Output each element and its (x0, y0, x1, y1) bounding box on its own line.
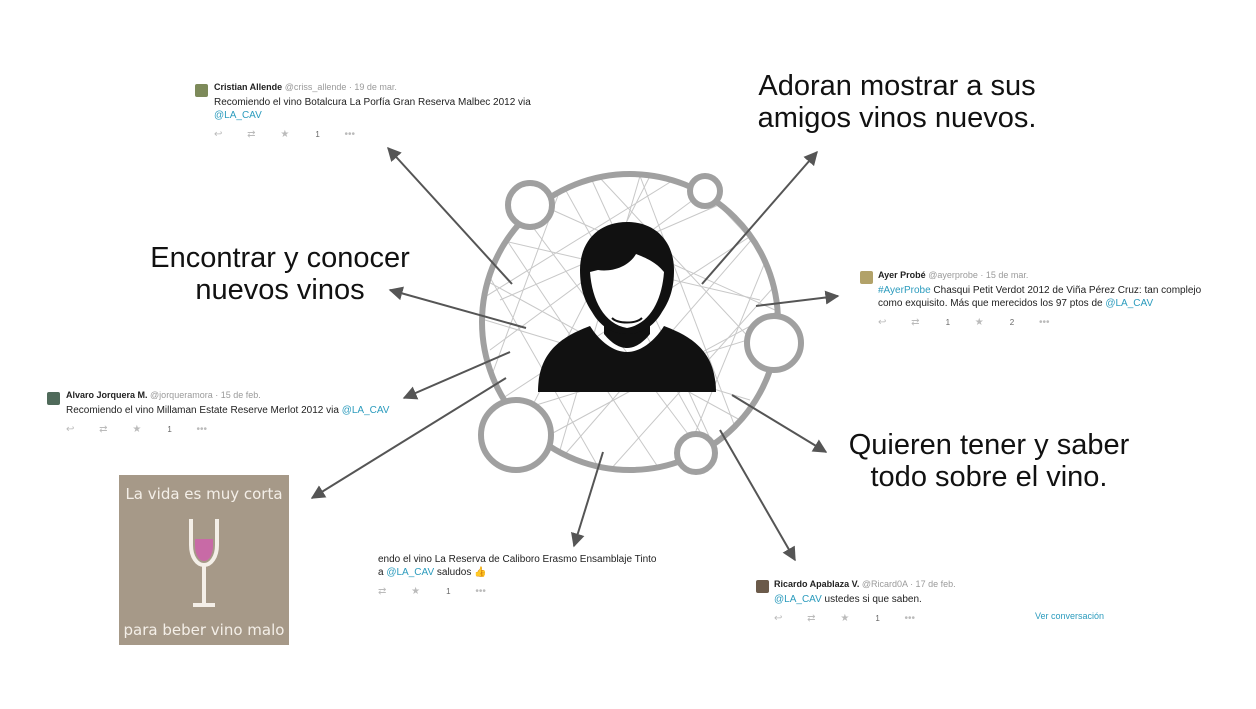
person-icon (538, 222, 716, 392)
tweet-text: Chasqui Petit Verdot 2012 de Viña Pérez … (930, 285, 1202, 296)
tweet-text-2: como exquisito. Más que merecidos los 97… (878, 298, 1106, 309)
avatar[interactable] (195, 84, 208, 97)
caption-quieren-line-1: Quieren tener y saber (848, 429, 1130, 461)
wine-poster: La vida es muy corta para beber vino mal… (119, 475, 289, 645)
favorite-icon[interactable]: ★ (840, 613, 850, 624)
tweet-text-prefix: a (378, 567, 387, 578)
favorite-icon[interactable]: ★ (974, 317, 984, 328)
caption-quieren-line-2: todo sobre el vino. (870, 461, 1108, 493)
tweet-date[interactable]: · 15 de feb. (215, 390, 261, 400)
reply-icon[interactable]: ↩ (214, 129, 223, 140)
favorite-count: 1 (315, 130, 320, 139)
more-icon[interactable]: ••• (196, 424, 208, 435)
node-top-left (505, 180, 555, 230)
more-icon[interactable]: ••• (475, 586, 486, 597)
caption-adoran: Adoran mostrar a sus amigos vinos nuevos… (752, 70, 1042, 134)
avatar[interactable] (756, 580, 769, 593)
arrows (310, 146, 840, 562)
retweet-icon[interactable]: ⇄ (99, 424, 108, 435)
mention-link[interactable]: @LA_CAV (774, 594, 822, 605)
tweet-text: endo el vino La Reserva de Caliboro Eras… (378, 554, 657, 565)
more-icon[interactable]: ••• (344, 129, 356, 140)
tweet-text: ustedes si que saben. (821, 594, 922, 605)
tweet-handle[interactable]: @Ricard0A (861, 579, 908, 589)
tweet-author-name[interactable]: Alvaro Jorquera M. (66, 390, 148, 400)
favorite-icon[interactable]: ★ (132, 424, 142, 435)
retweet-icon[interactable]: ⇄ (247, 129, 256, 140)
ver-conversacion-link[interactable]: Ver conversación (1035, 611, 1105, 621)
retweet-count: 1 (945, 318, 951, 327)
favorite-count: 1 (446, 587, 451, 596)
tweet-ayer-probe: Ayer Probé @ayerprobe · 15 de mar. #Ayer… (878, 270, 1238, 328)
tweet-author-name[interactable]: Ayer Probé (878, 270, 926, 280)
tweet-text-2: saludos (434, 567, 472, 578)
favorite-count: 1 (875, 614, 880, 623)
tweet-author-name[interactable]: Cristian Allende (214, 82, 283, 92)
tweet-cristian: Cristian Allende @criss_allende · 19 de … (214, 82, 564, 140)
tweet-date[interactable]: · 19 de mar. (348, 82, 397, 92)
caption-encontrar-line-2: nuevos vinos (195, 274, 365, 306)
tweet-text: Recomiendo el vino Botalcura La Porfía G… (214, 97, 531, 108)
tweet-author-name[interactable]: Ricardo Apablaza V. (774, 579, 860, 589)
caption-quieren: Quieren tener y saber todo sobre el vino… (844, 429, 1134, 493)
tweet-handle[interactable]: @criss_allende (284, 82, 347, 92)
mention-link[interactable]: @LA_CAV (1105, 298, 1154, 309)
caption-encontrar-line-1: Encontrar y conocer (150, 242, 410, 274)
tweet-date[interactable]: · 17 de feb. (910, 579, 956, 589)
mention-link[interactable]: @LA_CAV (341, 405, 390, 416)
tweet-date[interactable]: · 15 de mar. (980, 270, 1029, 280)
retweet-icon[interactable]: ⇄ (807, 613, 816, 624)
wine-glass-icon (189, 519, 219, 607)
reply-icon[interactable]: ↩ (66, 424, 75, 435)
retweet-icon[interactable]: ⇄ (911, 317, 920, 328)
avatar[interactable] (47, 392, 60, 405)
caption-adoran-line-1: Adoran mostrar a sus (758, 70, 1036, 102)
tweet-text: Recomiendo el vino Millaman Estate Reser… (66, 405, 342, 416)
tweet-caliboro: endo el vino La Reserva de Caliboro Eras… (378, 553, 678, 597)
mention-link[interactable]: @LA_CAV (386, 567, 435, 578)
mention-link[interactable]: @LA_CAV (214, 110, 262, 121)
reply-icon[interactable]: ↩ (878, 317, 887, 328)
favorite-icon[interactable]: ★ (280, 129, 290, 140)
caption-adoran-line-2: amigos vinos nuevos. (757, 102, 1037, 134)
tweet-ricardo: Ricardo Apablaza V. @Ricard0A · 17 de fe… (774, 579, 1094, 624)
poster-top-text: La vida es muy corta (125, 485, 283, 503)
tweet-handle[interactable]: @jorqueramora (150, 390, 213, 400)
thumbs-up-icon: 👍 (474, 567, 487, 578)
reply-icon[interactable]: ↩ (774, 613, 783, 624)
more-icon[interactable]: ••• (904, 613, 916, 624)
poster-bottom-text: para beber vino malo (123, 621, 285, 639)
favorite-icon[interactable]: ★ (411, 586, 421, 597)
tweet-alvaro: Alvaro Jorquera M. @jorqueramora · 15 de… (66, 390, 416, 435)
caption-encontrar: Encontrar y conocer nuevos vinos (140, 242, 420, 306)
hashtag-link[interactable]: #AyerProbe (878, 285, 931, 296)
node-right (744, 313, 804, 373)
tweet-handle[interactable]: @ayerprobe (928, 270, 978, 280)
more-icon[interactable]: ••• (1039, 317, 1050, 328)
retweet-icon[interactable]: ⇄ (378, 586, 387, 597)
node-top-right (687, 173, 723, 209)
node-bottom-right (674, 431, 718, 475)
node-bottom-left (478, 397, 554, 473)
favorite-count: 1 (167, 425, 172, 434)
avatar[interactable] (860, 271, 873, 284)
favorite-count: 2 (1009, 318, 1015, 327)
